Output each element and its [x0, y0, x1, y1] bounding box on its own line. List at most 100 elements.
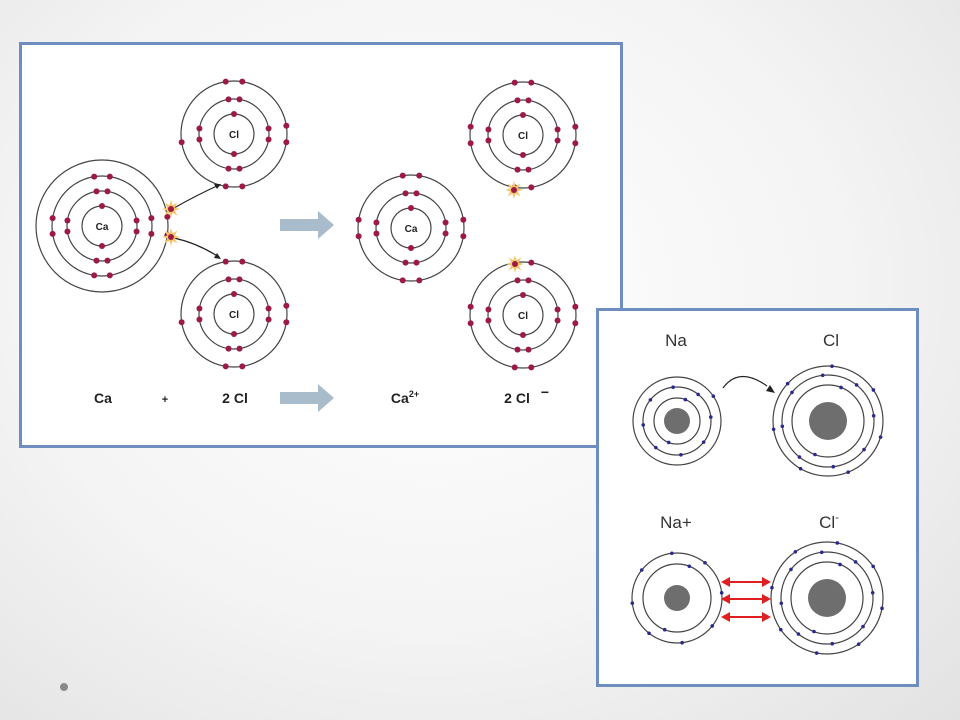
- electron: [133, 228, 140, 235]
- atom-ca-ion: Ca: [355, 172, 467, 284]
- electron: [779, 601, 784, 606]
- electron-shell: [51, 175, 153, 277]
- electron: [511, 79, 518, 86]
- electron: [399, 172, 406, 179]
- electron-shell: [780, 551, 874, 645]
- electron-shell: [469, 261, 577, 369]
- electron-transfer-arrow: [722, 375, 768, 389]
- electron: [719, 591, 724, 595]
- electron: [878, 435, 883, 439]
- electron: [399, 277, 406, 284]
- electron: [467, 320, 474, 327]
- nucleus: [808, 579, 846, 617]
- atom-cl-ion-bottom: Cl: [467, 259, 579, 371]
- electron: [416, 277, 423, 284]
- electron: [467, 303, 474, 310]
- atom-label: Ca: [96, 222, 109, 233]
- electron-shell: [35, 159, 169, 293]
- electron: [830, 364, 834, 368]
- electron: [770, 585, 774, 590]
- electron: [670, 551, 674, 556]
- electron: [104, 257, 111, 264]
- electron-shell: [180, 260, 288, 368]
- equation-ca: Ca: [94, 390, 112, 406]
- equation-2cl: 2 Cl: [222, 390, 248, 406]
- electron: [265, 316, 272, 323]
- nucleus: [664, 408, 690, 434]
- electron: [196, 125, 203, 132]
- electron-shell: [790, 561, 864, 635]
- atom-cl-bottom: Cl: [178, 258, 290, 370]
- electron-shell: [198, 278, 270, 350]
- electron: [460, 216, 467, 223]
- electron: [148, 230, 155, 237]
- electron: [413, 259, 420, 266]
- slide-bullet: [60, 683, 68, 691]
- atom-label: Cl: [229, 130, 239, 141]
- electron: [239, 78, 246, 85]
- electron: [236, 345, 243, 352]
- atom-cl-top: Cl: [178, 78, 290, 190]
- electron: [91, 272, 98, 279]
- atom-label: Cl: [229, 310, 239, 321]
- electron-shell: [66, 190, 138, 262]
- electron: [106, 173, 113, 180]
- electron: [231, 151, 237, 157]
- electron: [408, 245, 414, 251]
- electron: [554, 317, 561, 324]
- electron: [485, 137, 492, 144]
- electron: [265, 125, 272, 132]
- electron: [790, 390, 794, 395]
- electron: [696, 392, 700, 397]
- electron: [812, 629, 816, 634]
- electron: [413, 190, 420, 197]
- electron: [662, 627, 667, 632]
- atom-label: Cl: [518, 131, 528, 142]
- electron: [236, 96, 243, 103]
- electron: [572, 303, 579, 310]
- electron: [265, 305, 272, 312]
- electron: [283, 319, 290, 326]
- atom-na-ion: [630, 551, 724, 645]
- electron: [239, 363, 246, 370]
- electron: [831, 464, 836, 469]
- electron: [819, 550, 824, 555]
- ionic-attraction-arrows: [721, 577, 771, 622]
- electron-shell: [198, 98, 270, 170]
- electron: [711, 394, 716, 398]
- electron: [520, 292, 526, 298]
- electron: [862, 447, 866, 452]
- electron-shell: [772, 365, 884, 477]
- electron: [64, 228, 71, 235]
- electron-shell: [791, 384, 865, 458]
- electron: [870, 590, 875, 595]
- equation-plus: +: [162, 394, 168, 406]
- electron: [679, 452, 683, 457]
- electron: [525, 346, 532, 353]
- electron: [222, 183, 229, 190]
- electron: [265, 136, 272, 143]
- electron-shell: [375, 192, 447, 264]
- electron: [64, 217, 71, 224]
- electron: [880, 606, 884, 611]
- reaction-arrow-bottom: [280, 384, 334, 412]
- electron: [520, 332, 526, 338]
- electron: [283, 302, 290, 309]
- electron: [520, 112, 526, 118]
- electron: [871, 564, 876, 569]
- electron: [225, 276, 232, 283]
- electron: [572, 320, 579, 327]
- electron-shell: [631, 552, 723, 644]
- electron: [485, 317, 492, 324]
- atom-cl-ion: [770, 541, 884, 655]
- electron-shell: [487, 279, 559, 351]
- electron: [178, 319, 185, 326]
- electron-transfer-arrow-top: [173, 184, 220, 209]
- electron: [554, 137, 561, 144]
- electron: [830, 641, 835, 646]
- electron-shell: [770, 541, 884, 655]
- electron: [225, 96, 232, 103]
- electron: [630, 601, 635, 605]
- electron: [467, 123, 474, 130]
- electron-shell: [632, 376, 722, 466]
